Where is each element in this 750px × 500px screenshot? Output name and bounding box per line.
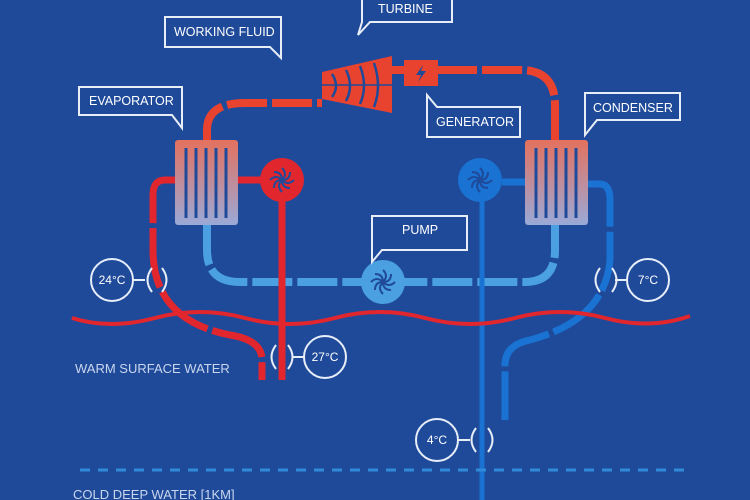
label-generator: GENERATOR: [426, 92, 521, 138]
sea-surface-wave: [71, 310, 691, 326]
generator: [404, 60, 438, 86]
pump-impeller-icons: [269, 167, 493, 295]
temp-condenser-out: 7°C: [638, 273, 658, 287]
working-fluid-cold-pipe: [203, 225, 559, 286]
svg-text:PUMP: PUMP: [402, 223, 438, 237]
label-working-fluid: WORKING FLUID: [164, 16, 282, 61]
condenser-exchanger: [525, 140, 588, 225]
label-turbine: TURBINE: [357, 0, 453, 36]
label-pump: PUMP: [371, 215, 468, 265]
temperature-connectors: [90, 258, 670, 462]
svg-text:GENERATOR: GENERATOR: [436, 115, 514, 129]
svg-text:TURBINE: TURBINE: [378, 2, 433, 16]
turbine: [322, 56, 405, 113]
zone-cold-label: COLD DEEP WATER [1KM]: [73, 487, 235, 500]
temp-evaporator-out: 24°C: [99, 273, 126, 287]
cold-water-pipes: [479, 178, 614, 500]
evaporator-exchanger: [175, 140, 238, 225]
svg-text:WORKING FLUID: WORKING FLUID: [174, 25, 275, 39]
label-evaporator: EVAPORATOR: [78, 86, 183, 131]
zone-warm-label: WARM SURFACE WATER: [75, 361, 230, 376]
temp-cold-in: 4°C: [427, 433, 447, 447]
working-fluid-hot-pipe: [203, 66, 559, 140]
warm-water-pipes: [149, 176, 286, 380]
lightning-icon: [416, 65, 426, 82]
svg-text:CONDENSER: CONDENSER: [593, 101, 673, 115]
temp-warm-in: 27°C: [312, 350, 339, 364]
label-condenser: CONDENSER: [584, 92, 681, 138]
svg-text:EVAPORATOR: EVAPORATOR: [89, 94, 174, 108]
